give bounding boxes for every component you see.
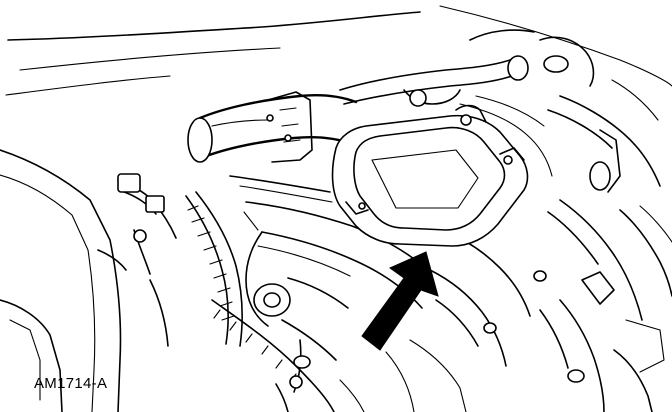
intake-tube	[188, 92, 356, 162]
upper-right-components	[340, 30, 660, 192]
pointer-arrow	[362, 252, 438, 350]
left-fender	[0, 150, 121, 412]
coil-cover	[230, 106, 527, 247]
lower-harness	[150, 280, 334, 412]
right-side-components	[540, 200, 672, 412]
hood-edge	[6, 6, 672, 95]
figure-code: AM1714-A	[34, 375, 108, 392]
intake-manifold	[244, 202, 546, 412]
